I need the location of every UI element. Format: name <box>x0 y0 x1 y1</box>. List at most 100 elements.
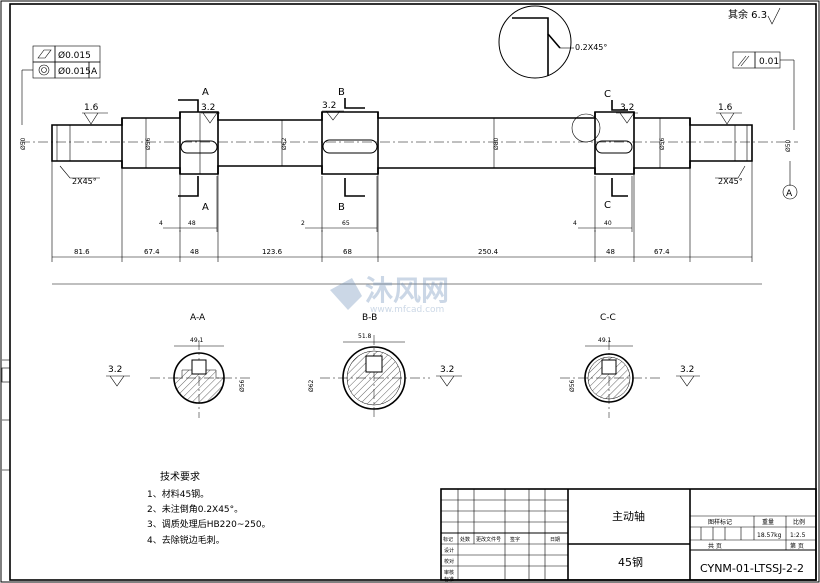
technical-requirements: 技术要求 1、材料45钢。 2、未注倒角0.2X45°。 3、调质处理后HB22… <box>147 470 271 546</box>
len-seg-2: 67.4 <box>144 248 160 256</box>
chamfer-right: 2X45° <box>718 177 743 186</box>
keyway-a-offset: 4 <box>159 220 163 227</box>
section-view-c: C-C 49.1 Ø56 3.2 <box>560 313 700 418</box>
end-chamfer-callouts: 2X45° 2X45° <box>59 165 746 186</box>
keyway-c <box>595 140 633 154</box>
len-seg-8: 67.4 <box>654 248 670 256</box>
len-seg-6: 250.4 <box>478 248 499 256</box>
section-a-bottom: A <box>202 202 209 213</box>
total-sheets: 共 页 <box>708 542 722 550</box>
section-c-title: C-C <box>600 313 616 323</box>
section-c-dia: Ø56 <box>569 379 576 392</box>
cylindricity-value: Ø0.015 <box>58 50 91 61</box>
detail-callout-circle <box>571 113 601 143</box>
shaft-main-view <box>20 111 798 175</box>
dia-bearing-left: Ø56 <box>145 137 152 150</box>
concentricity-value: Ø0.015 <box>58 66 91 77</box>
dia-right-end: Ø50 <box>785 139 792 152</box>
watermark-cn: 沐风网 <box>365 274 449 307</box>
other-finish-label: 其余 6.3 <box>728 8 767 21</box>
len-seg-3: 48 <box>190 248 199 256</box>
binding-mark <box>1 367 11 383</box>
watermark-url: www.mfcad.com <box>370 305 444 315</box>
len-seg-5: 68 <box>343 248 352 256</box>
ra-b: 3.2 <box>322 101 336 111</box>
cylindricity-icon <box>37 49 52 59</box>
ra-a: 3.2 <box>201 103 215 113</box>
title-block: 标记 处数 更改文件号 签字 日期 设计 校对 审核 标准 主动轴 45钢 图样… <box>440 488 817 583</box>
diameter-labels: Ø50 Ø56 Ø62 Ø80 Ø56 Ø50 <box>20 137 792 152</box>
dia-left-end: Ø50 <box>20 137 27 150</box>
rev-header-sign: 签字 <box>510 536 520 543</box>
chamfer-detail-view: 0.2X45° <box>498 5 607 79</box>
section-a-width: 49.1 <box>190 337 204 344</box>
watermark-logo-icon <box>330 278 362 310</box>
keyway-a-length: 48 <box>188 220 196 227</box>
general-surface-finish: 其余 6.3 <box>728 7 781 25</box>
section-c-bottom: C <box>604 200 611 211</box>
concentricity-icon <box>38 64 50 76</box>
datum-a-label: A <box>786 189 793 199</box>
weight-header: 重量 <box>762 518 774 526</box>
note-4: 4、去除锐边毛刺。 <box>147 534 225 546</box>
section-a-top: A <box>202 87 209 98</box>
section-cut-markers: A A B B C C <box>178 87 628 213</box>
watermark: 沐风网 www.mfcad.com <box>330 274 449 315</box>
section-view-a: A-A 49.1 Ø56 3.2 <box>106 313 250 418</box>
keyway-b-offset: 2 <box>301 220 305 227</box>
chamfer-left: 2X45° <box>72 177 97 186</box>
section-a-dia: Ø56 <box>239 379 246 392</box>
concentricity-datum: A <box>91 67 98 77</box>
notes-title: 技术要求 <box>160 470 200 483</box>
drawing-number: CYNM-01-LTSSJ-2-2 <box>700 562 804 575</box>
runout-icon <box>737 55 750 67</box>
role-standard: 标准 <box>444 576 454 583</box>
rev-header-date: 日期 <box>550 537 560 543</box>
keyway-c-length: 40 <box>604 220 612 227</box>
weight-value: 18.57kg <box>757 532 782 539</box>
role-review: 审核 <box>444 569 454 576</box>
detail-chamfer-label: 0.2X45° <box>575 43 607 52</box>
rev-header-mark: 标记 <box>443 536 453 543</box>
len-seg-1: 81.6 <box>74 248 90 256</box>
material: 45钢 <box>618 556 643 569</box>
length-dimensions: 81.6 67.4 48 123.6 68 250.4 48 67.4 <box>51 161 762 285</box>
section-a-ra: 3.2 <box>108 365 122 375</box>
dia-large: Ø80 <box>493 137 500 150</box>
keyway-dimensions: 48 4 65 2 40 4 <box>159 174 633 232</box>
role-check: 校对 <box>444 558 454 565</box>
runout-frame-right: 0.01 <box>732 51 795 130</box>
part-name: 主动轴 <box>612 509 645 523</box>
keyway-c-offset: 4 <box>573 220 577 227</box>
section-view-b: B-B 51.8 Ø62 3.2 <box>308 313 462 420</box>
dia-bearing-right: Ø56 <box>659 137 666 150</box>
section-b-ra: 3.2 <box>440 365 454 375</box>
section-b-dia: Ø62 <box>308 379 315 392</box>
section-c-width: 49.1 <box>598 337 612 344</box>
scale-header: 比例 <box>793 518 805 526</box>
keyway-a <box>180 140 218 154</box>
rev-header-file: 更改文件号 <box>476 536 501 543</box>
section-a-title: A-A <box>190 313 206 323</box>
ra-c: 3.2 <box>620 103 634 113</box>
keyway-b-length: 65 <box>342 220 350 227</box>
section-b-top: B <box>338 87 345 98</box>
role-design: 设计 <box>444 547 454 554</box>
note-1: 1、材料45钢。 <box>147 488 209 500</box>
section-b-width: 51.8 <box>358 333 372 340</box>
keyway-b <box>322 139 378 154</box>
roughness-symbols: 1.6 3.2 3.2 3.2 1.6 <box>82 101 742 125</box>
sheet-number: 第 页 <box>790 542 804 550</box>
note-2: 2、未注倒角0.2X45°。 <box>147 503 243 515</box>
ra-left-end: 1.6 <box>84 103 99 113</box>
section-b-bottom: B <box>338 202 345 213</box>
section-c-ra: 3.2 <box>680 365 694 375</box>
rev-header-count: 处数 <box>460 536 470 543</box>
note-3: 3、调质处理后HB220~250。 <box>147 518 271 530</box>
tolerance-frames-left: Ø0.015 Ø0.015 A <box>21 45 101 125</box>
section-b-title: B-B <box>362 313 377 323</box>
len-seg-4: 123.6 <box>262 248 283 256</box>
runout-value: 0.01 <box>759 57 779 67</box>
scale-value: 1:2.5 <box>790 532 806 539</box>
